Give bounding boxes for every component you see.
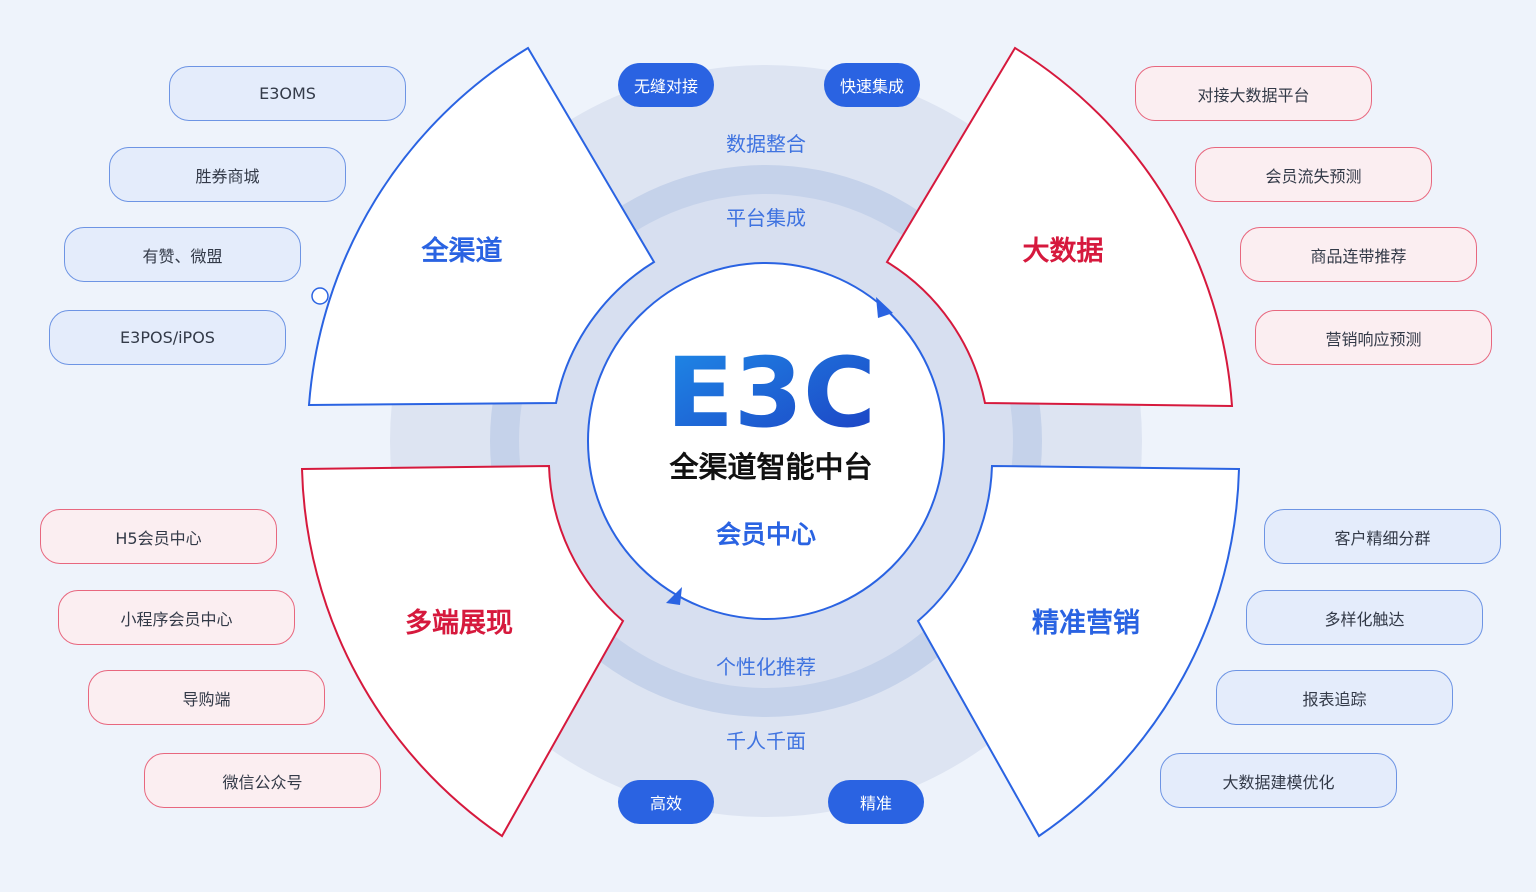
sector-title-bottom-right: 精准营销 [1032,608,1140,639]
sector-title-bottom-left: 多端展现 [405,608,513,639]
display-item: 导购端 [88,670,325,725]
display-item: 微信公众号 [144,753,381,808]
bigdata-item: 会员流失预测 [1195,147,1432,202]
display-item: H5会员中心 [40,509,277,564]
e3c-logo: E3C [666,337,876,449]
ring-label-bottom-inner: 个性化推荐 [716,655,816,679]
channel-item: 有赞、微盟 [64,227,301,282]
badge-precise: 精准 [828,780,924,824]
center-label: 会员中心 [716,520,816,549]
sector-top-left-shape [307,46,656,407]
badge-fast-integration: 快速集成 [824,63,920,107]
cycle-arrow-top-icon [876,297,893,318]
sector-title-top-left: 全渠道 [421,235,503,267]
display-item: 小程序会员中心 [58,590,295,645]
cycle-arrow-bottom-icon [666,587,682,605]
sector-bottom-left-shape [300,464,625,838]
channel-item: E3OMS [169,66,406,121]
ring-label-bottom-outer: 千人千面 [726,729,806,753]
bigdata-item: 营销响应预测 [1255,310,1492,365]
badge-efficient: 高效 [618,780,714,824]
channel-item: 胜券商城 [109,147,346,202]
center-disc [587,262,945,620]
marketing-item: 报表追踪 [1216,670,1453,725]
center-subtitle: 全渠道智能中台 [668,450,872,484]
channel-item: E3POS/iPOS [49,310,286,365]
marketing-item: 客户精细分群 [1264,509,1501,564]
marketing-item: 大数据建模优化 [1160,753,1397,808]
sector-title-top-right: 大数据 [1023,236,1104,267]
edge-handle-dot [311,287,329,305]
ring-label-top-outer: 数据整合 [726,132,806,156]
sector-top-right-shape [885,46,1234,408]
ring-label-top-inner: 平台集成 [726,206,806,230]
badge-seamless: 无缝对接 [618,63,714,107]
sector-bottom-right-shape [916,464,1241,838]
bigdata-item: 对接大数据平台 [1135,66,1372,121]
marketing-item: 多样化触达 [1246,590,1483,645]
bigdata-item: 商品连带推荐 [1240,227,1477,282]
